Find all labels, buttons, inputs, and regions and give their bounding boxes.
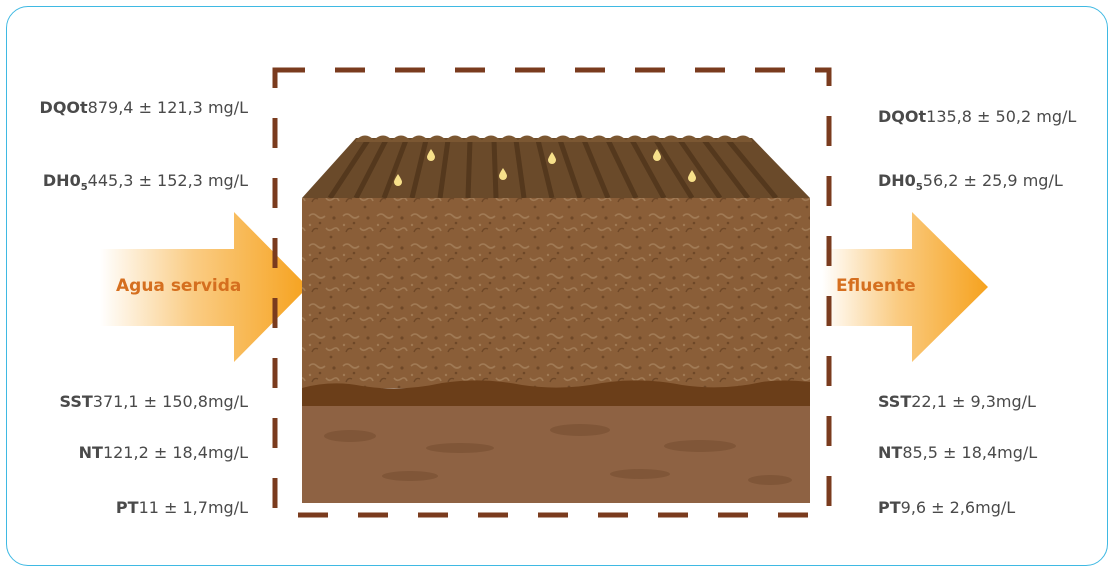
soil-block — [302, 135, 810, 503]
inlet-label: Agua servida — [116, 276, 242, 296]
outlet-param-dqot: DQOt135,8 ± 50,2 mg/L — [878, 107, 1077, 126]
outlet-label: Efluente — [836, 276, 916, 296]
inlet-param-nt: NT121,2 ± 18,4mg/L — [78, 443, 248, 462]
outlet-param-sst: SST22,1 ± 9,3mg/L — [878, 392, 1036, 411]
water-drops — [394, 149, 696, 186]
outlet-param-pt: PT9,6 ± 2,6mg/L — [878, 498, 1016, 517]
outlet-param-dbo5: DH0556,2 ± 25,9 mg/L — [878, 171, 1063, 193]
outlet-param-nt: NT85,5 ± 18,4mg/L — [878, 443, 1038, 462]
inlet-param-dqot: DQOt879,4 ± 121,3 mg/L — [39, 98, 248, 117]
outlet-arrow — [822, 212, 988, 362]
inlet-param-pt: PT11 ± 1,7mg/L — [115, 498, 248, 517]
inlet-param-dbo5: DH05445,3 ± 152,3 mg/L — [42, 171, 248, 193]
inlet-arrow — [100, 212, 308, 362]
treatment-boundary — [272, 67, 832, 518]
inlet-param-sst: SST371,1 ± 150,8mg/L — [59, 392, 248, 411]
